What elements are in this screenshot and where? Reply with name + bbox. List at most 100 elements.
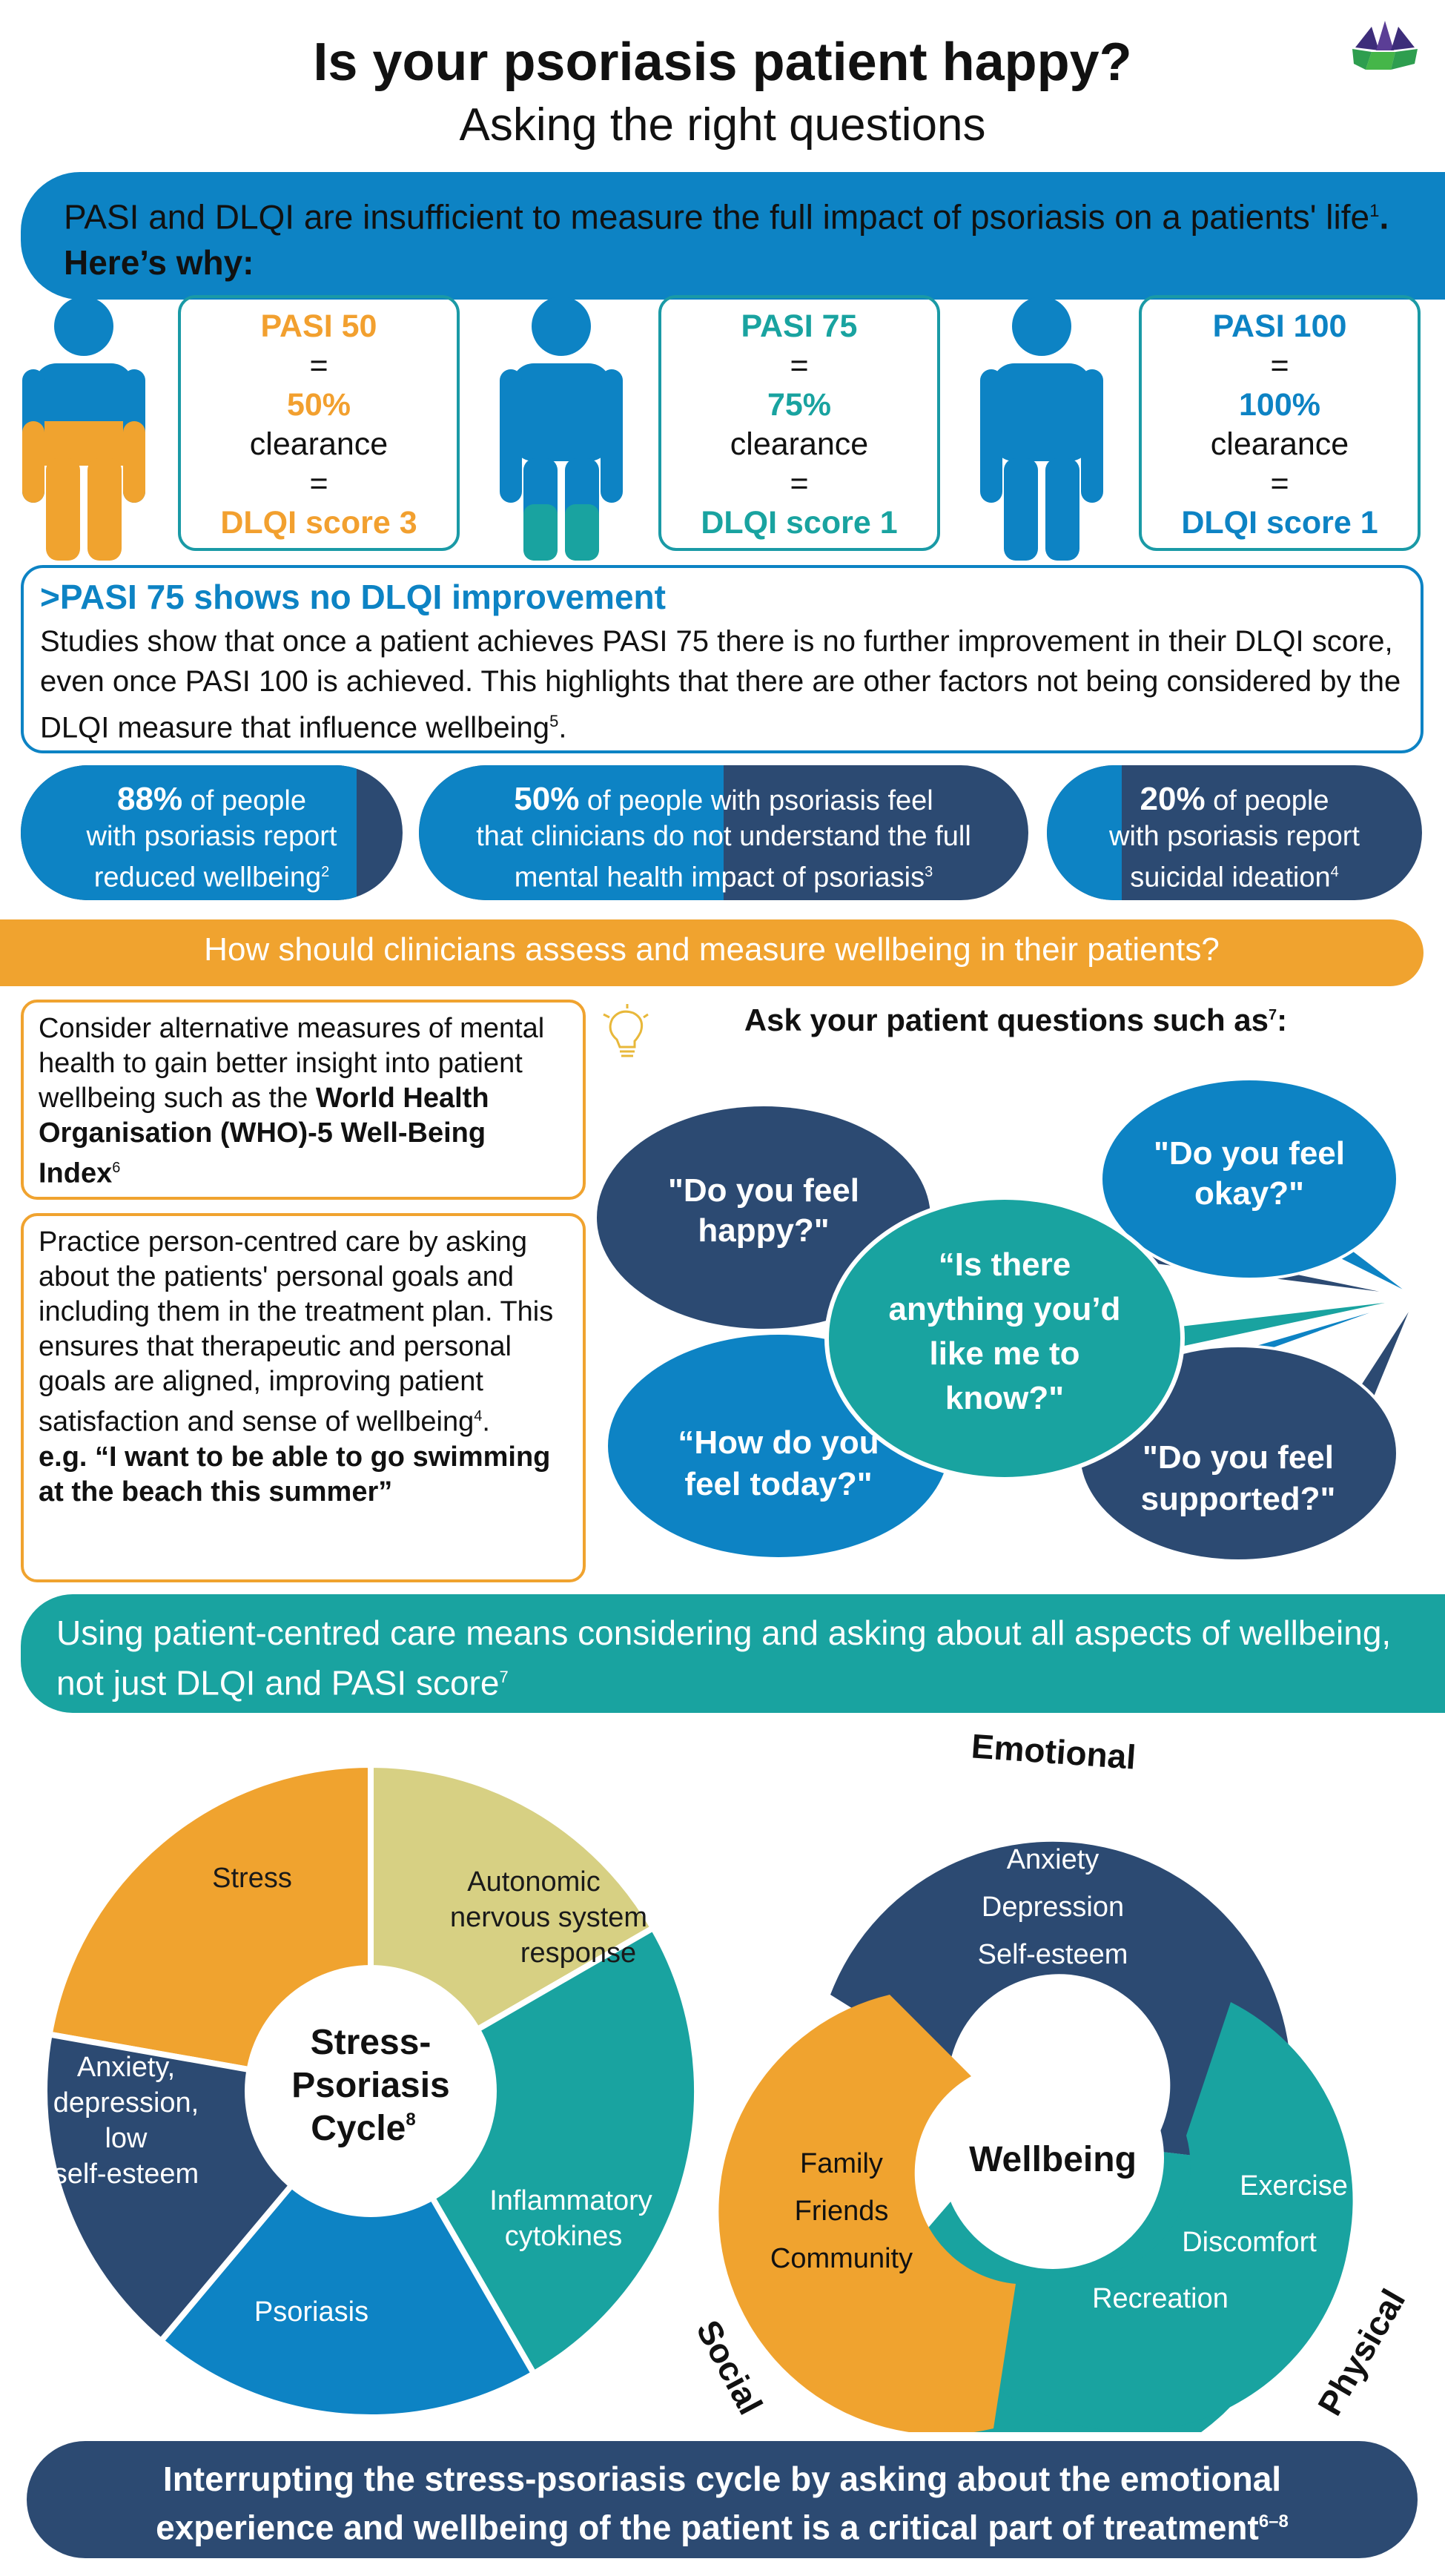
social-item: Friends	[795, 2196, 889, 2227]
physical-item: Exercise	[1240, 2170, 1348, 2202]
consider-ref: 6	[112, 1160, 121, 1176]
emotional-arc	[830, 1841, 1292, 2165]
equals-sign: =	[309, 466, 328, 501]
stat-ref: 2	[321, 864, 330, 880]
patient-centred-banner: Using patient-centred care means conside…	[21, 1594, 1445, 1713]
practice-box: Practice person-centred care by asking a…	[21, 1213, 586, 1582]
equals-sign: =	[309, 348, 328, 383]
no-dlqi-end: .	[558, 711, 567, 744]
emotional-item: Anxiety	[1007, 1844, 1100, 1875]
clearance-label: clearance	[730, 426, 869, 462]
physical-body	[979, 2002, 1353, 2431]
stat-line1: of people with psoriasis feel	[579, 785, 933, 816]
assess-banner-text: How should clinicians assess and measure…	[204, 931, 1220, 968]
clearance-label: clearance	[249, 426, 388, 462]
stat-line2: that clinicians do not understand the fu…	[476, 821, 971, 852]
stat-line2: with psoriasis report	[1109, 821, 1360, 852]
intro-text: PASI and DLQI are insufficient to measur…	[64, 197, 1370, 237]
dlqi-score: DLQI score 1	[701, 505, 898, 541]
footer-ref: 6–8	[1258, 2511, 1289, 2532]
questions-heading-text: Ask your patient questions such as	[744, 1003, 1269, 1037]
pasi-heading: PASI 100	[1212, 308, 1347, 344]
pasi-100-box: PASI 100 = 100% clearance = DLQI score 1	[1139, 295, 1421, 551]
wellbeing-center-text: Wellbeing	[969, 2140, 1137, 2179]
stat-pill-20: 20% of people with psoriasis report suic…	[1047, 765, 1422, 900]
equals-sign: =	[790, 348, 809, 383]
stat-line3: suicidal ideation	[1130, 862, 1331, 894]
stat-line3: reduced wellbeing	[93, 862, 322, 894]
equals-sign: =	[790, 466, 809, 501]
dlqi-score: DLQI score 3	[220, 505, 417, 541]
pasi-75-box: PASI 75 = 75% clearance = DLQI score 1	[658, 295, 940, 551]
segment-stress: Stress	[212, 1863, 292, 1894]
no-dlqi-heading: >PASI 75 shows no DLQI improvement	[40, 578, 666, 616]
stat-value: 88%	[117, 781, 183, 817]
intro-emphasis: . Here’s why:	[64, 197, 1389, 283]
person-figure-icon	[980, 297, 1103, 561]
physical-item: Discomfort	[1182, 2227, 1317, 2258]
stat-value: 50%	[514, 781, 580, 817]
wellbeing-diagram: Wellbeing Emotional Social Physical Anxi…	[689, 1726, 1412, 2432]
physical-item: Recreation	[1092, 2283, 1229, 2314]
questions-heading: Ask your patient questions such as7:	[712, 1003, 1320, 1038]
footer-banner: Interrupting the stress-psoriasis cycle …	[27, 2441, 1418, 2558]
assess-banner: How should clinicians assess and measure…	[0, 919, 1423, 986]
patient-centred-text: Using patient-centred care means conside…	[56, 1614, 1392, 1703]
wellbeing-center	[942, 2047, 1164, 2269]
stat-line1: of people	[1205, 785, 1329, 816]
emotional-item: Self-esteem	[978, 1939, 1128, 1970]
practice-text: Practice person-centred care by asking a…	[39, 1226, 554, 1438]
page-title: Is your psoriasis patient happy?	[313, 33, 1132, 92]
clearance-percent: 75%	[767, 387, 832, 423]
questions-ref: 7	[1269, 1007, 1277, 1023]
consider-box: Consider alternative measures of mental …	[21, 1000, 586, 1200]
no-dlqi-body: Studies show that once a patient achieve…	[40, 625, 1401, 744]
stat-pill-88: 88% of people with psoriasis report redu…	[21, 765, 403, 900]
social-item: Family	[800, 2148, 883, 2179]
emotional-label: Emotional	[970, 1726, 1137, 1776]
footer-line1: Interrupting the stress-psoriasis cycle …	[162, 2460, 1282, 2498]
social-item: Community	[770, 2243, 913, 2274]
no-dlqi-improvement-box: >PASI 75 shows no DLQI improvement Studi…	[21, 565, 1423, 753]
practice-end: .	[482, 1406, 490, 1438]
stat-ref: 3	[925, 864, 933, 880]
pasi-50-box: PASI 50 = 50% clearance = DLQI score 3	[178, 295, 460, 551]
footer-line2: experience and wellbeing of the patient …	[156, 2508, 1259, 2547]
stat-line1: of people	[182, 785, 306, 816]
clearance-label: clearance	[1210, 426, 1349, 462]
clearance-percent: 100%	[1239, 387, 1320, 423]
pasi-heading: PASI 50	[260, 308, 377, 344]
emotional-item: Depression	[982, 1892, 1124, 1923]
segment-psoriasis: Psoriasis	[254, 2296, 368, 2328]
bubble-okay	[1100, 1077, 1399, 1281]
practice-ref: 4	[474, 1408, 483, 1424]
stat-pill-50: 50% of people with psoriasis feel that c…	[419, 765, 1028, 900]
stat-line2: with psoriasis report	[86, 821, 337, 852]
no-dlqi-ref: 5	[549, 712, 559, 730]
stat-ref: 4	[1330, 864, 1339, 880]
practice-example: e.g. “I want to be able to go swimming a…	[39, 1441, 551, 1507]
bubble-anything	[824, 1195, 1185, 1482]
page-subtitle: Asking the right questions	[459, 99, 986, 151]
equals-sign: =	[1270, 466, 1289, 501]
consider-text: Consider alternative measures of mental …	[39, 1013, 545, 1114]
clearance-percent: 50%	[286, 387, 351, 423]
person-figure-icon	[22, 297, 145, 561]
intro-ref: 1	[1369, 201, 1380, 221]
equals-sign: =	[1270, 348, 1289, 383]
consider-bold: World Health Organisation (WHO)-5 Well-B…	[39, 1083, 489, 1189]
pasi-heading: PASI 75	[741, 308, 858, 344]
dlqi-score: DLQI score 1	[1181, 505, 1378, 541]
stat-value: 20%	[1140, 781, 1206, 817]
intro-banner: PASI and DLQI are insufficient to measur…	[21, 172, 1445, 300]
lightbulb-icon	[603, 1004, 649, 1057]
stat-line3: mental health impact of psoriasis	[514, 862, 925, 894]
